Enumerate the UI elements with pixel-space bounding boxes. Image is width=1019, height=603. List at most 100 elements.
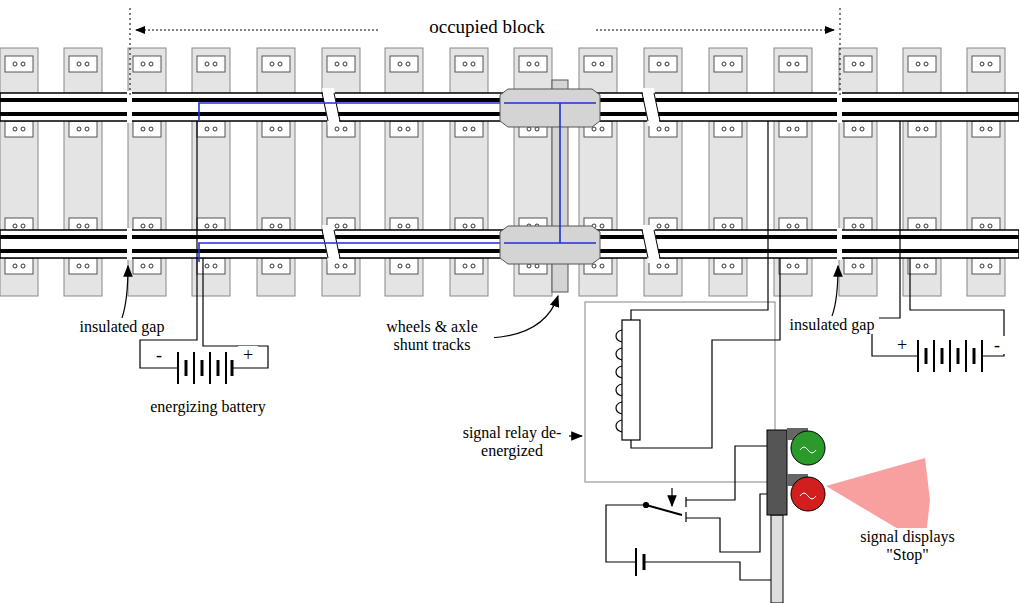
spike [335,224,339,228]
tie-plate [455,121,483,137]
spike [85,264,89,268]
spike [916,62,920,66]
shunt-label: wheels & axle shunt tracks [370,318,494,354]
tie-plate [5,56,33,72]
spike [85,224,89,228]
spike [860,264,864,268]
tie-plate [69,121,97,137]
tie-plate [197,56,225,72]
spike [21,224,25,228]
tie-plate [972,56,1000,72]
cross-tie [322,48,360,296]
spike [471,264,475,268]
block-markers [130,8,840,95]
tie-plate [844,258,872,274]
tie-plate [5,121,33,137]
spike [730,264,734,268]
spike [21,62,25,66]
spike [852,224,856,228]
spike [463,224,467,228]
tie-plate [262,258,290,274]
block-label: occupied block [380,18,594,36]
spike [916,264,920,268]
leader-lines [122,266,838,436]
spike [77,224,81,228]
cross-tie [0,48,38,296]
rail-gaps [127,88,842,263]
spike [471,224,475,228]
spike [343,224,347,228]
spike [205,264,209,268]
next-block-battery [872,121,1004,372]
spike [592,264,596,268]
spike [149,62,153,66]
spike [13,264,17,268]
spike [787,127,791,131]
spike [149,224,153,228]
spike [730,62,734,66]
spike [13,224,17,228]
spike [722,264,726,268]
tie-plate [133,258,161,274]
spike [527,264,531,268]
spike [149,127,153,131]
spike [213,224,217,228]
tie-plate [197,258,225,274]
spike [278,264,282,268]
spike [471,62,475,66]
tie-plate [908,56,936,72]
tie-plate [197,121,225,137]
tie-plate [519,56,547,72]
spike [924,127,928,131]
spike [665,264,669,268]
cross-tie [257,48,295,296]
spike [77,127,81,131]
spike [335,127,339,131]
spike [787,264,791,268]
spike [722,62,726,66]
spike [665,62,669,66]
spike [343,62,347,66]
spike [406,62,410,66]
spike [471,127,475,131]
spike [463,264,467,268]
spike [600,62,604,66]
spike [398,62,402,66]
spike [988,224,992,228]
tie-plate [972,258,1000,274]
spike [205,224,209,228]
tie-plate [262,121,290,137]
cross-tie [192,48,230,296]
battery-label: energizing battery [146,398,270,416]
spike [13,127,17,131]
tie-plate [390,258,418,274]
spike [278,224,282,228]
cross-tie [903,48,941,296]
spike [270,224,274,228]
spike [795,264,799,268]
polarity-sign: + [238,346,258,364]
cross-tie [128,48,166,296]
spike [77,62,81,66]
spike [657,264,661,268]
spike [205,62,209,66]
spike [149,264,153,268]
spike [535,62,539,66]
spike [916,127,920,131]
tie-plate [133,56,161,72]
cross-tie [709,48,747,296]
spike [722,224,726,228]
spike [988,62,992,66]
spike [463,127,467,131]
spike [600,264,604,268]
spike [860,127,864,131]
spike [665,224,669,228]
spike [205,127,209,131]
relay-label: signal relay de-energized [455,424,569,460]
spike [787,224,791,228]
tie-plate [779,258,807,274]
spike [657,62,661,66]
spike [592,62,596,66]
tie-plate [262,56,290,72]
cross-tie [450,48,488,296]
